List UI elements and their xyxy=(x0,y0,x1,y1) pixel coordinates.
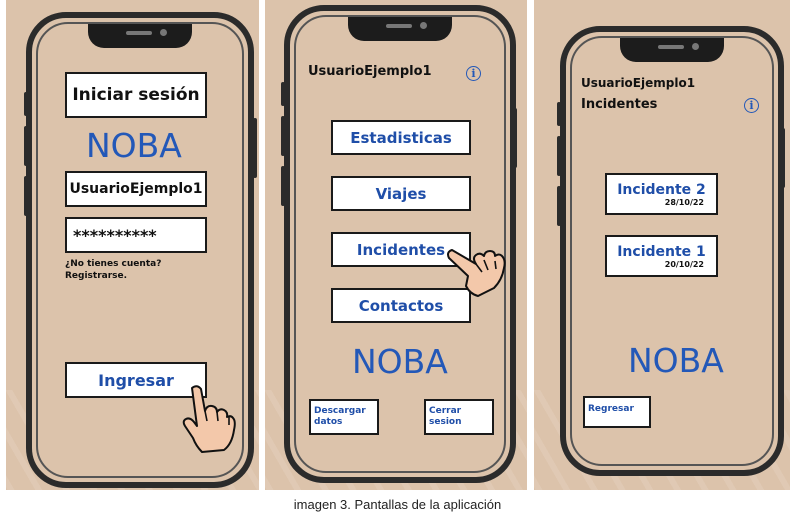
menu-stats-button[interactable]: Estadisticas xyxy=(331,120,471,155)
password-field[interactable]: ********** xyxy=(65,217,207,253)
phone-notch xyxy=(88,24,192,48)
username-label: UsuarioEjemplo1 xyxy=(308,64,432,79)
back-button[interactable]: Regresar xyxy=(583,396,651,428)
app-logo: NOBA xyxy=(86,126,182,165)
incident-card[interactable]: Incidente 1 20/10/22 xyxy=(605,235,718,277)
incident-title: Incidente 1 xyxy=(617,243,706,260)
phone-notch xyxy=(348,17,452,41)
register-link[interactable]: Registrarse. xyxy=(65,271,128,281)
figure-caption: imagen 3. Pantallas de la aplicación xyxy=(293,497,502,512)
no-account-text: ¿No tienes cuenta? xyxy=(65,259,162,269)
menu-trips-button[interactable]: Viajes xyxy=(331,176,471,211)
app-logo: NOBA xyxy=(628,341,724,380)
username-label: UsuarioEjemplo1 xyxy=(581,76,696,90)
app-logo: NOBA xyxy=(352,342,448,381)
pointing-hand-icon xyxy=(447,249,506,297)
incident-date: 28/10/22 xyxy=(664,197,704,207)
panel-login: Iniciar sesión NOBA UsuarioEjemplo1 ****… xyxy=(6,0,259,490)
info-icon[interactable]: i xyxy=(466,66,481,81)
menu-incidents-button[interactable]: Incidentes xyxy=(331,232,471,267)
menu-contacts-button[interactable]: Contactos xyxy=(331,288,471,323)
login-title: Iniciar sesión xyxy=(65,72,207,118)
incident-title: Incidente 2 xyxy=(617,181,706,198)
incident-date: 20/10/22 xyxy=(664,259,704,269)
username-field[interactable]: UsuarioEjemplo1 xyxy=(65,171,207,207)
pointing-hand-icon xyxy=(182,385,236,453)
incident-card[interactable]: Incidente 2 28/10/22 xyxy=(605,173,718,215)
panel-menu: UsuarioEjemplo1 i Estadisticas Viajes In… xyxy=(265,0,527,490)
info-icon[interactable]: i xyxy=(744,98,759,113)
section-title: Incidentes xyxy=(581,97,658,112)
phone-notch xyxy=(620,38,724,62)
login-button[interactable]: Ingresar xyxy=(65,362,207,398)
panel-incidents: UsuarioEjemplo1 Incidentes i Incidente 2… xyxy=(534,0,790,490)
